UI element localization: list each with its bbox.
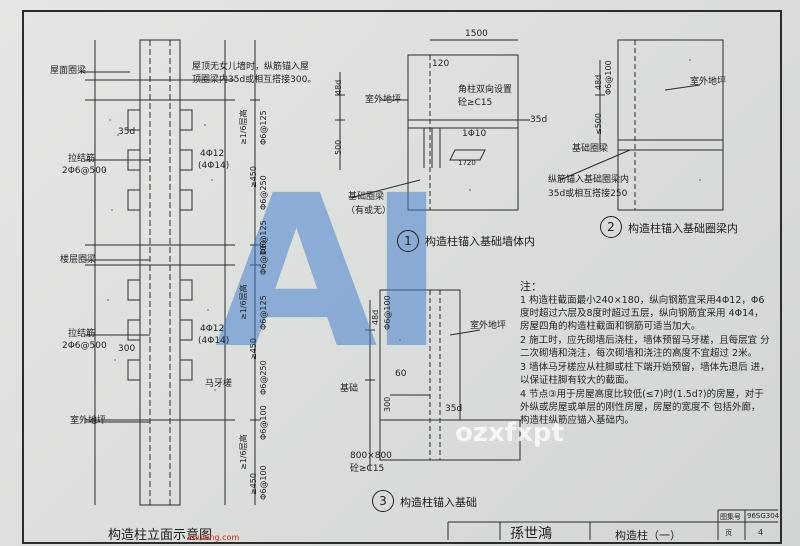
d1-label-beam: 基础圈梁 (348, 192, 385, 202)
elev-35d: 35d (118, 127, 136, 137)
tb-page-label: 页 (725, 529, 732, 537)
elev-dim-13: Φ6@125 (259, 220, 268, 255)
d3-number: 3 (372, 490, 394, 512)
elev-dim-2: Φ6@125 (259, 110, 268, 145)
elev-teeth: 马牙槎 (205, 379, 233, 389)
elev-note-2: 顶圈梁内35d或相互搭接300。 (192, 75, 317, 85)
elevation-caption: 构造柱立面示意图 (108, 528, 213, 543)
d2-dim-500: ≤500 (594, 113, 603, 135)
note-2: 2 施工时，应先砌墙后浇柱，墙体预留马牙槎，且每层宜 分二次砌墙和浇注，每次砌墙… (520, 335, 770, 359)
tb-fig-label: 图集号 (720, 513, 741, 521)
d2-label-beam: 基础圈梁 (572, 144, 609, 154)
elev-dim-1: ≥450 (249, 166, 258, 188)
d3-dim-300: 300 (383, 396, 392, 412)
d3-dim-60: 60 (395, 369, 407, 379)
d3-label-grade: 室外地坪 (470, 321, 507, 331)
tb-fig-no: 96SG304 (747, 512, 780, 520)
d3-dim-48d: 48d (371, 309, 380, 325)
note-1: 1 构造柱截面最小240×180，纵向钢筋宜采用4Φ12，Φ6 度时超过六层及8… (520, 295, 765, 332)
d3-dim-footing: 800×800 (350, 451, 392, 461)
elev-note-1: 屋顶无女儿墙时，纵筋锚入屋 (192, 62, 310, 72)
d2-label-grade: 室外地坪 (690, 77, 727, 87)
d2-label-lap: 35d或相互搭接250 (548, 189, 628, 199)
elev-dim-3: Φ6@250 (259, 175, 268, 210)
d1-label-grade: 室外地坪 (365, 95, 402, 105)
d1-number: 1 (397, 230, 419, 252)
red-tag: zhulong.com (188, 533, 240, 542)
d3-dim-35d: 35d (445, 404, 463, 414)
elev-dim-10: ≥1/6层高 (239, 434, 248, 470)
d1-dim-1500: 1500 (465, 29, 488, 39)
d1-dim-1720: 1720 (458, 159, 476, 167)
elev-label-tie-spec: 2Φ6@500 (62, 166, 107, 176)
d1-label-concrete: 砼≥C15 (458, 98, 493, 108)
elev-label-tie-bar-2: 拉结筋 (68, 329, 96, 339)
elev-dim-0: ≥1/6层高 (239, 109, 248, 145)
d2-caption: 构造柱锚入基础圈梁内 (628, 222, 738, 235)
elev-dim-8: Φ6@125 (259, 295, 268, 330)
elev-rebar-2b: (4Φ14) (198, 336, 230, 346)
elev-rebar-2: 4Φ12 (200, 324, 225, 334)
d2-number: 2 (600, 216, 622, 238)
tb-page-no: 4 (758, 528, 764, 537)
d1-dim-120: 120 (432, 59, 450, 69)
note-3: 3 墙体马牙槎应从柱脚或柱下端开始预留，墙体先退后 进，以保证柱脚有较大的截面。 (520, 362, 770, 386)
d2-dim-48d: 48d (594, 74, 603, 90)
d1-label-corner: 角柱双向设置 (458, 85, 513, 95)
elev-dim-7: Φ6@100 (259, 405, 268, 440)
elev-300: 300 (118, 344, 136, 354)
elev-dim-6: ≥450 (249, 338, 258, 360)
d1-label-optional: （有或无） (346, 206, 392, 216)
general-notes: 注： 1 构造柱截面最小240×180，纵向钢筋宜采用4Φ12，Φ6 度时超过六… (520, 280, 770, 428)
elev-dim-12: Φ6@100 (259, 465, 268, 500)
d1-dim-48d: 48d (334, 79, 343, 95)
elev-dim-9: Φ6@250 (259, 360, 268, 395)
watermark-site: ozxfxpt (455, 418, 564, 448)
elev-label-tie-spec-2: 2Φ6@500 (62, 341, 107, 351)
d3-dim-stirrup: Φ6@100 (383, 295, 392, 330)
watermark-big: AI (215, 150, 446, 395)
elev-label-tie-bar: 拉结筋 (68, 154, 96, 164)
d1-dim-500: 500 (334, 139, 343, 155)
elev-label-grade: 室外地坪 (70, 416, 107, 426)
elev-label-roof-beam: 屋面圈梁 (50, 66, 87, 76)
d1-caption: 构造柱锚入基础墙体内 (425, 235, 535, 248)
elev-label-floor-beam: 楼层圈梁 (60, 255, 97, 265)
d1-dim-35d: 35d (530, 115, 548, 125)
tb-title: 构造柱（一） (615, 529, 681, 542)
elev-dim-5: ≥1/6层高 (239, 284, 248, 320)
elev-rebar-1b: (4Φ14) (198, 161, 230, 171)
note-4: 4 节点③用于房屋高度比较低(≤7)时(1.5d?)的房屋，对于外纵或房屋或单层… (520, 389, 764, 426)
elev-dim-11: ≥450 (249, 473, 258, 495)
elev-rebar-1: 4Φ12 (200, 149, 225, 159)
sheet-frame (22, 10, 782, 544)
d3-dim-concrete: 砼≥C15 (350, 464, 385, 474)
column-outline (139, 39, 181, 506)
tb-signature: 孫世鴻 (510, 526, 552, 542)
d3-caption: 构造柱锚入基础 (400, 496, 477, 509)
d1-dim-bar: 1Φ10 (462, 129, 487, 139)
d2-label-anchor: 纵筋锚入基础圈梁内 (548, 175, 630, 185)
d2-dim-stirrup: Φ6@100 (604, 60, 613, 95)
d3-label-footing: 基础 (340, 384, 359, 394)
notes-head: 注： (520, 280, 542, 293)
